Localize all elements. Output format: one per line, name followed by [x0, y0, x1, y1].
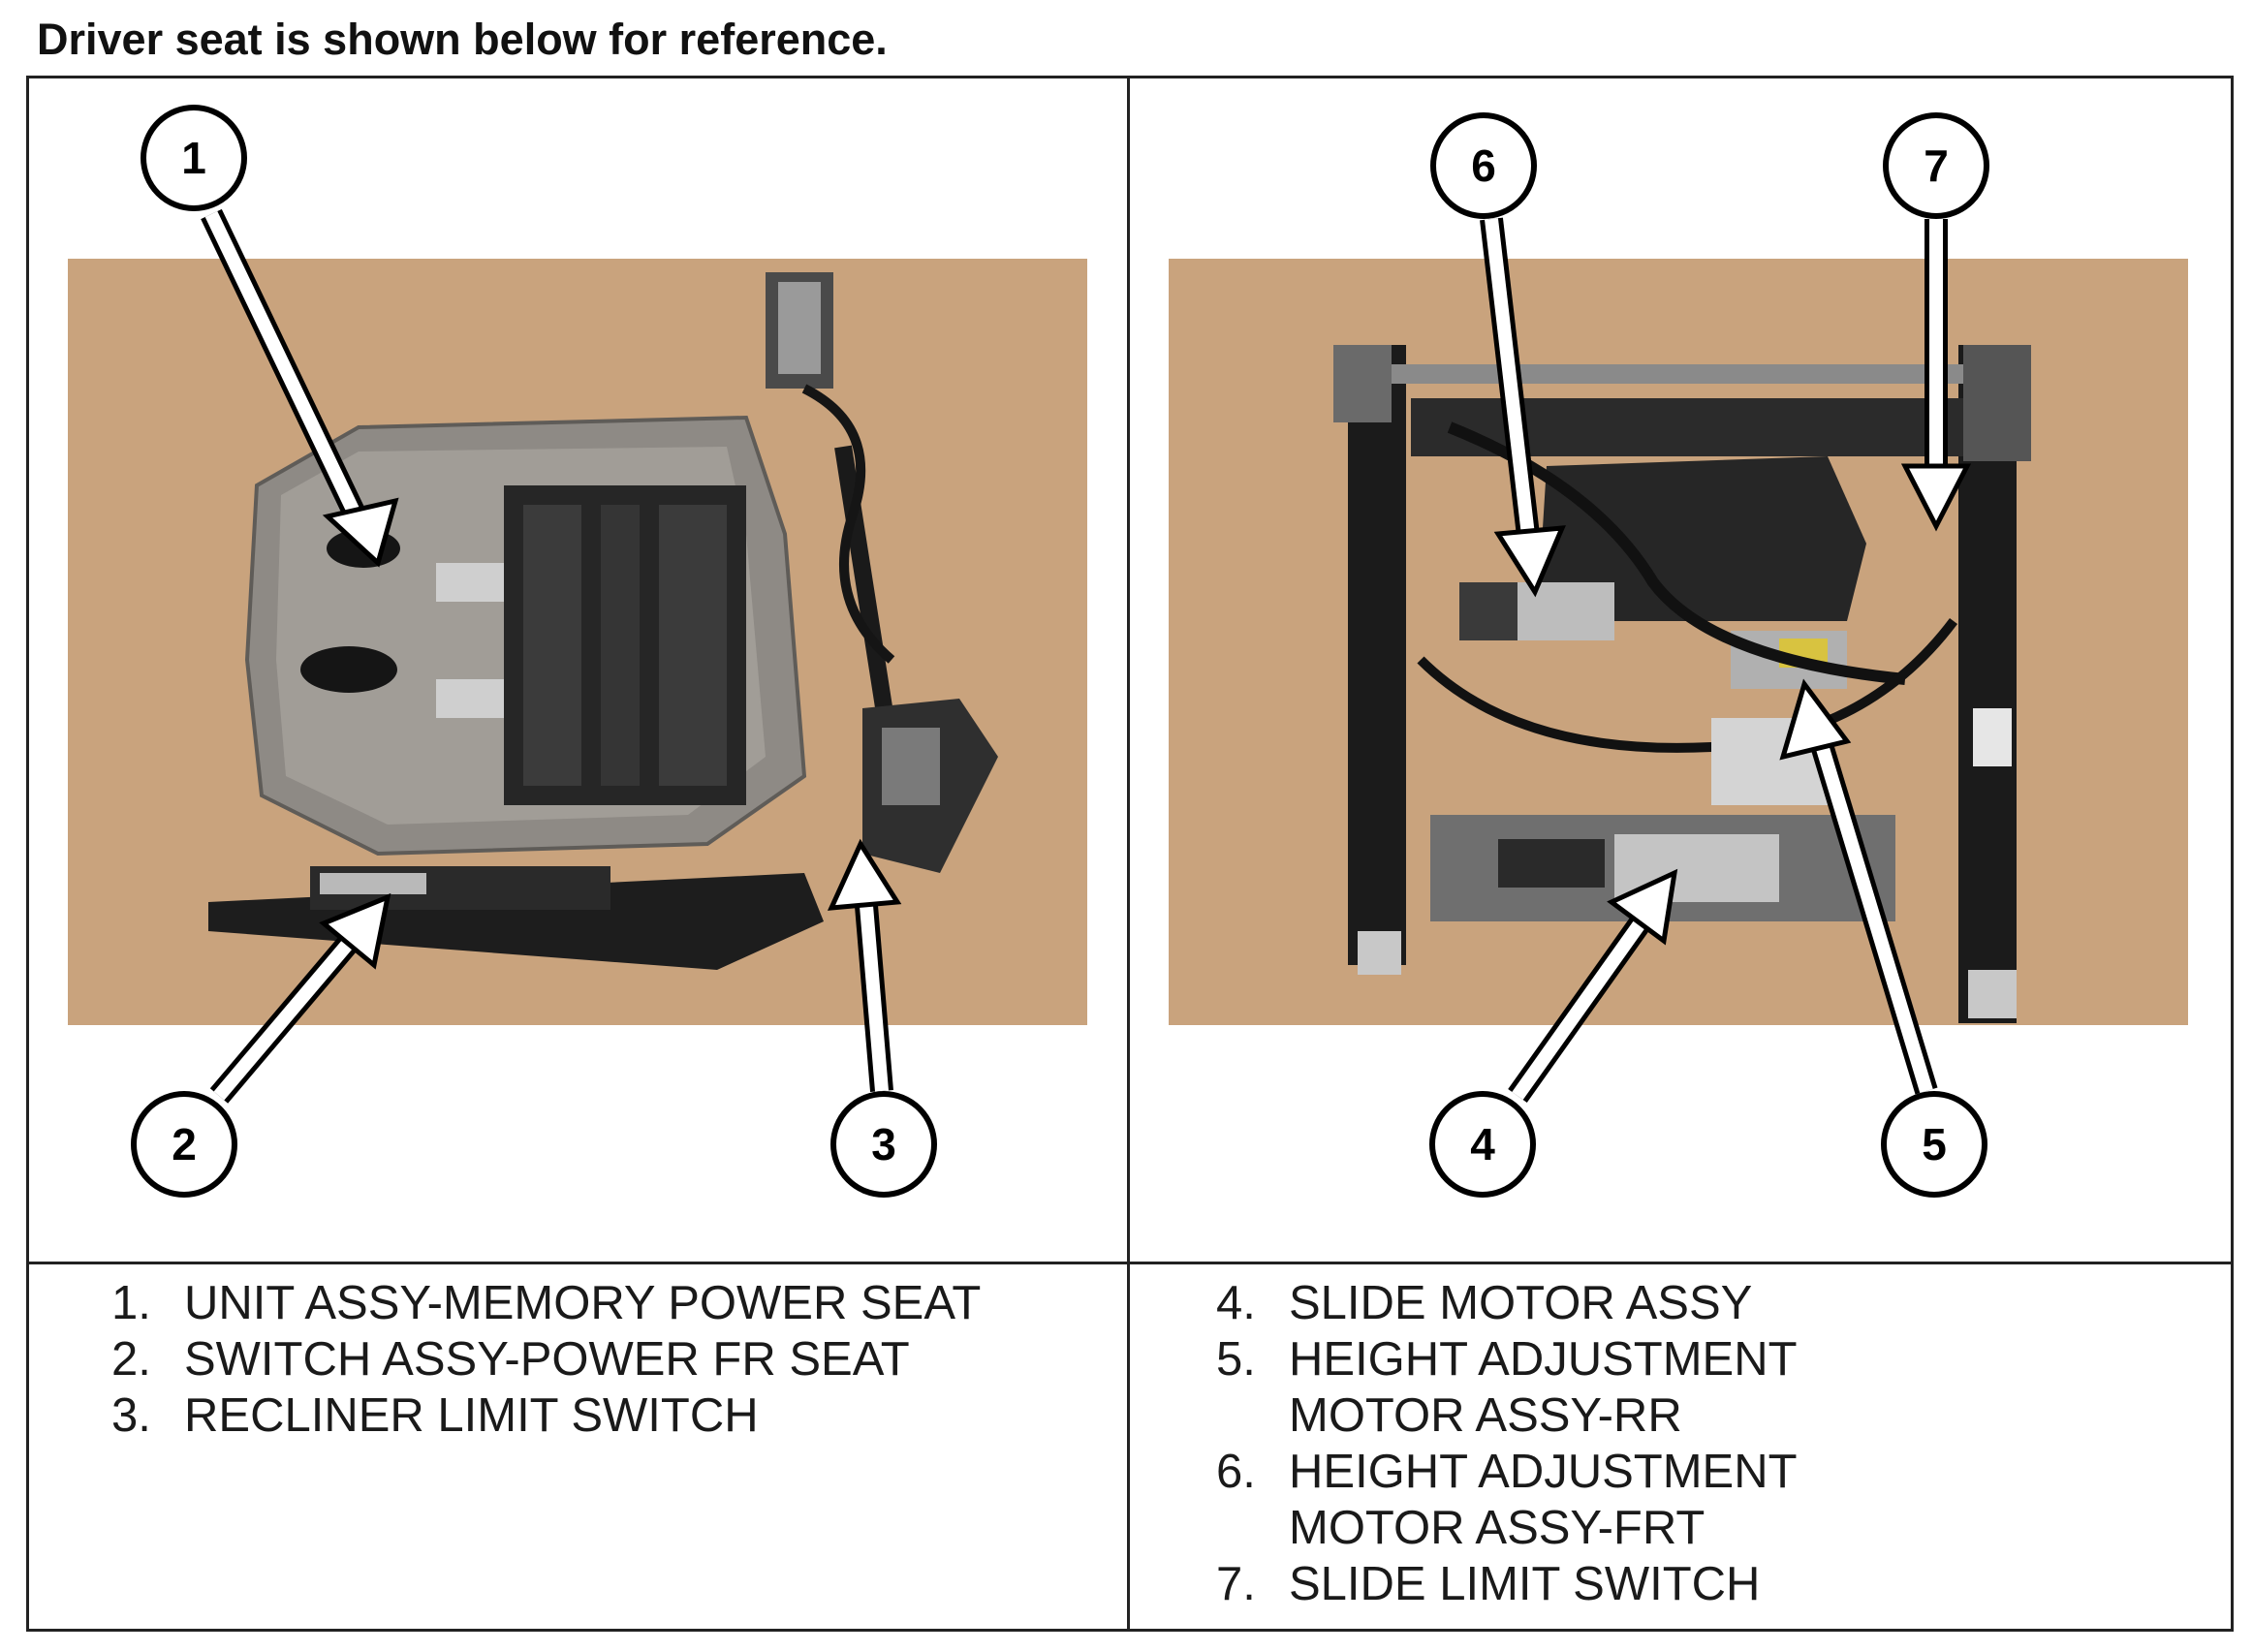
center-tray — [1537, 456, 1866, 621]
top-crossbar — [1392, 364, 1963, 384]
legend-item-text: RECLINER LIMIT SWITCH — [184, 1389, 759, 1442]
callout-badge-4: 4 — [1429, 1091, 1536, 1198]
right-legend-list: 4. SLIDE MOTOR ASSY 5. HEIGHT ADJUSTMENT… — [1216, 1275, 2195, 1612]
legend-item-number: 5. — [1216, 1333, 1256, 1386]
callout-arrow-6 — [1480, 217, 1566, 598]
left-legend-list: 1. UNIT ASSY-MEMORY POWER SEAT 2. SWITCH… — [111, 1275, 1100, 1444]
legend-item-7: 7. SLIDE LIMIT SWITCH — [1216, 1556, 2195, 1612]
seat-track-underside-photo — [1169, 259, 2188, 1025]
callout-arrow-5 — [1779, 678, 1938, 1095]
callout-arrow-1 — [201, 208, 399, 568]
callout-arrow-4 — [1508, 868, 1678, 1103]
legend-item-text: SWITCH ASSY-POWER FR SEAT — [184, 1333, 910, 1386]
callout-number-1: 1 — [181, 133, 206, 183]
left-callout-arrows — [201, 208, 902, 1104]
callout-badge-1: 1 — [141, 105, 247, 211]
legend-item-4: 4. SLIDE MOTOR ASSY — [1216, 1275, 2195, 1331]
callout-arrow-2 — [209, 892, 391, 1104]
table-row-divider — [26, 1262, 2234, 1264]
callout-number-5: 5 — [1922, 1119, 1947, 1169]
callout-arrow-3 — [827, 838, 902, 1093]
callout-number-7: 7 — [1924, 140, 1949, 191]
legend-item-number: 2. — [111, 1333, 151, 1386]
legend-item-number: 3. — [111, 1389, 151, 1442]
legend-item-number: 6. — [1216, 1446, 1256, 1498]
legend-item-text: HEIGHT ADJUSTMENT MOTOR ASSY-RR — [1289, 1333, 1797, 1442]
legend-item-5: 5. HEIGHT ADJUSTMENT MOTOR ASSY-RR — [1216, 1331, 2195, 1444]
left-photo-cell: 1 2 3 — [29, 78, 1127, 1262]
reference-table — [26, 76, 2234, 1632]
legend-item-text: SLIDE MOTOR ASSY — [1289, 1277, 1753, 1329]
legend-item-number: 7. — [1216, 1558, 1256, 1610]
callout-number-3: 3 — [871, 1119, 896, 1169]
left-callout-badges: 1 2 3 — [131, 105, 937, 1198]
callout-number-6: 6 — [1471, 140, 1496, 191]
callout-number-2: 2 — [172, 1119, 197, 1169]
callout-badge-6: 6 — [1430, 112, 1537, 219]
right-callout-badges: 6 7 4 5 — [1429, 112, 1989, 1198]
callout-badge-7: 7 — [1883, 112, 1989, 219]
legend-item-text: SLIDE LIMIT SWITCH — [1289, 1558, 1761, 1610]
legend-item-1: 1. UNIT ASSY-MEMORY POWER SEAT — [111, 1275, 1100, 1331]
callout-number-4: 4 — [1470, 1119, 1495, 1169]
seat-rail-left — [1348, 345, 1406, 965]
legend-item-3: 3. RECLINER LIMIT SWITCH — [111, 1387, 1100, 1444]
callout-badge-5: 5 — [1881, 1091, 1987, 1198]
legend-item-text: HEIGHT ADJUSTMENT MOTOR ASSY-FRT — [1289, 1446, 1797, 1554]
right-photo-cell: 6 7 4 5 — [1130, 78, 2231, 1262]
legend-item-text: UNIT ASSY-MEMORY POWER SEAT — [184, 1277, 982, 1329]
legend-item-number: 1. — [111, 1277, 151, 1329]
legend-item-number: 4. — [1216, 1277, 1256, 1329]
legend-item-2: 2. SWITCH ASSY-POWER FR SEAT — [111, 1331, 1100, 1387]
callout-badge-3: 3 — [830, 1091, 937, 1198]
pan-hole-rear — [300, 646, 397, 693]
legend-item-6: 6. HEIGHT ADJUSTMENT MOTOR ASSY-FRT — [1216, 1444, 2195, 1556]
table-column-divider — [1127, 76, 1130, 1632]
callout-badge-2: 2 — [131, 1091, 237, 1198]
callout-arrow-7 — [1900, 219, 1972, 532]
page-heading: Driver seat is shown below for reference… — [37, 15, 888, 64]
right-callout-arrows — [1480, 217, 1972, 1103]
